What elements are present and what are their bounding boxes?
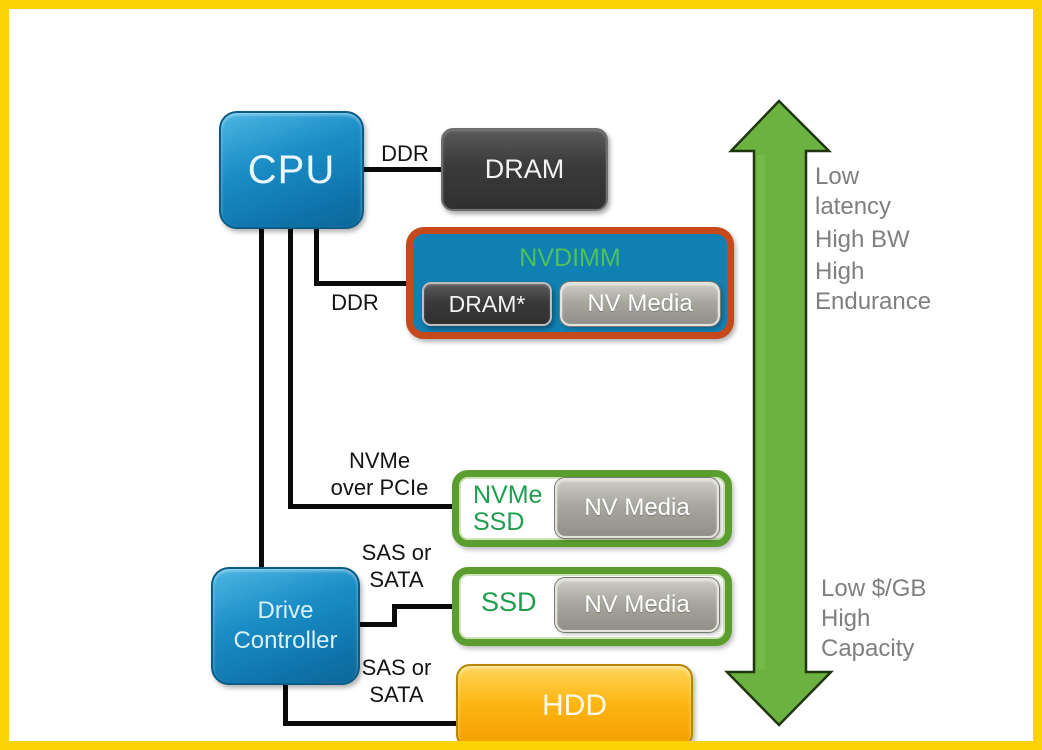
drive-controller-label-line1: Drive [257,597,314,624]
nvme-ssd-nv-media-chip: NV Media [554,477,720,539]
arrow-top-caption-line2: latency [815,193,892,220]
edge-dc-ssd-v [392,604,397,627]
nvme-ssd-label: NVMe SSD [473,482,542,536]
arrow-bottom-caption-line1: Low $/GB [821,575,927,602]
ssd-nv-media-label: NV Media [584,591,690,618]
nvme-ssd-nv-media-label: NV Media [584,494,690,521]
edge-dc-hdd-horizontal [283,721,456,726]
arrow-top-caption-line5: Endurance [815,288,932,315]
node-dram: DRAM [441,128,608,211]
latency-capacity-arrow-icon [724,99,834,727]
nvdimm-nv-media-chip: NV Media [559,281,721,327]
edge-dc-ssd-h2 [392,604,452,609]
hdd-label: HDD [542,689,607,722]
arrow-top-caption-line4: High [815,258,865,285]
arrow-top-caption: Low latency High BW High Endurance [815,162,931,317]
edge-label-ddr-mid: DDR [331,290,379,315]
node-drive-controller: Drive Controller [211,567,360,685]
edge-dc-hdd-vertical [283,681,288,726]
edge-cpu-nvme-horizontal [288,504,454,509]
arrow-bottom-caption: Low $/GB High Capacity [821,574,926,664]
edge-cpu-nvdimm-horizontal [314,281,406,286]
edge-label-sas-sata-ssd: SAS or SATA [361,540,432,592]
node-nvdimm: NVDIMM DRAM* NV Media [406,227,734,339]
edge-label-ddr-top: DDR [381,141,429,166]
edge-label-sas-sata-hdd: SAS or SATA [361,655,432,707]
edge-label-nvme-over-pcie: NVMe over PCIe [330,448,429,500]
edge-cpu-nvme-vertical [288,224,293,509]
node-ssd: SSD NV Media [452,567,732,646]
edge-cpu-nvdimm-vertical [314,224,319,286]
nvdimm-dram-label: DRAM* [448,290,526,317]
arrow-top-caption-line3: High BW [815,226,910,253]
cpu-label: CPU [247,147,336,192]
arrow-top-caption-line1: Low [815,163,860,190]
arrow-bottom-caption-line3: Capacity [821,635,915,662]
node-cpu: CPU [219,111,364,229]
nvdimm-dram-chip: DRAM* [422,282,552,326]
ssd-label: SSD [481,587,537,617]
arrow-bottom-caption-line2: High [821,605,871,632]
edge-dc-ssd-h1 [356,622,397,627]
node-nvme-ssd: NVMe SSD NV Media [452,470,732,547]
node-hdd: HDD [456,664,693,741]
dram-label: DRAM [484,154,565,184]
edge-cpu-dram [359,167,441,172]
nvme-ssd-label-line2: SSD [473,508,525,536]
nvme-ssd-label-line1: NVMe [473,481,543,509]
edge-cpu-drive-controller [259,224,264,569]
drive-controller-label: Drive Controller [233,596,337,656]
nvdimm-title: NVDIMM [519,244,621,272]
ssd-nv-media-chip: NV Media [554,577,720,633]
nvdimm-nv-media-label: NV Media [587,290,693,317]
drive-controller-label-line2: Controller [233,627,338,654]
